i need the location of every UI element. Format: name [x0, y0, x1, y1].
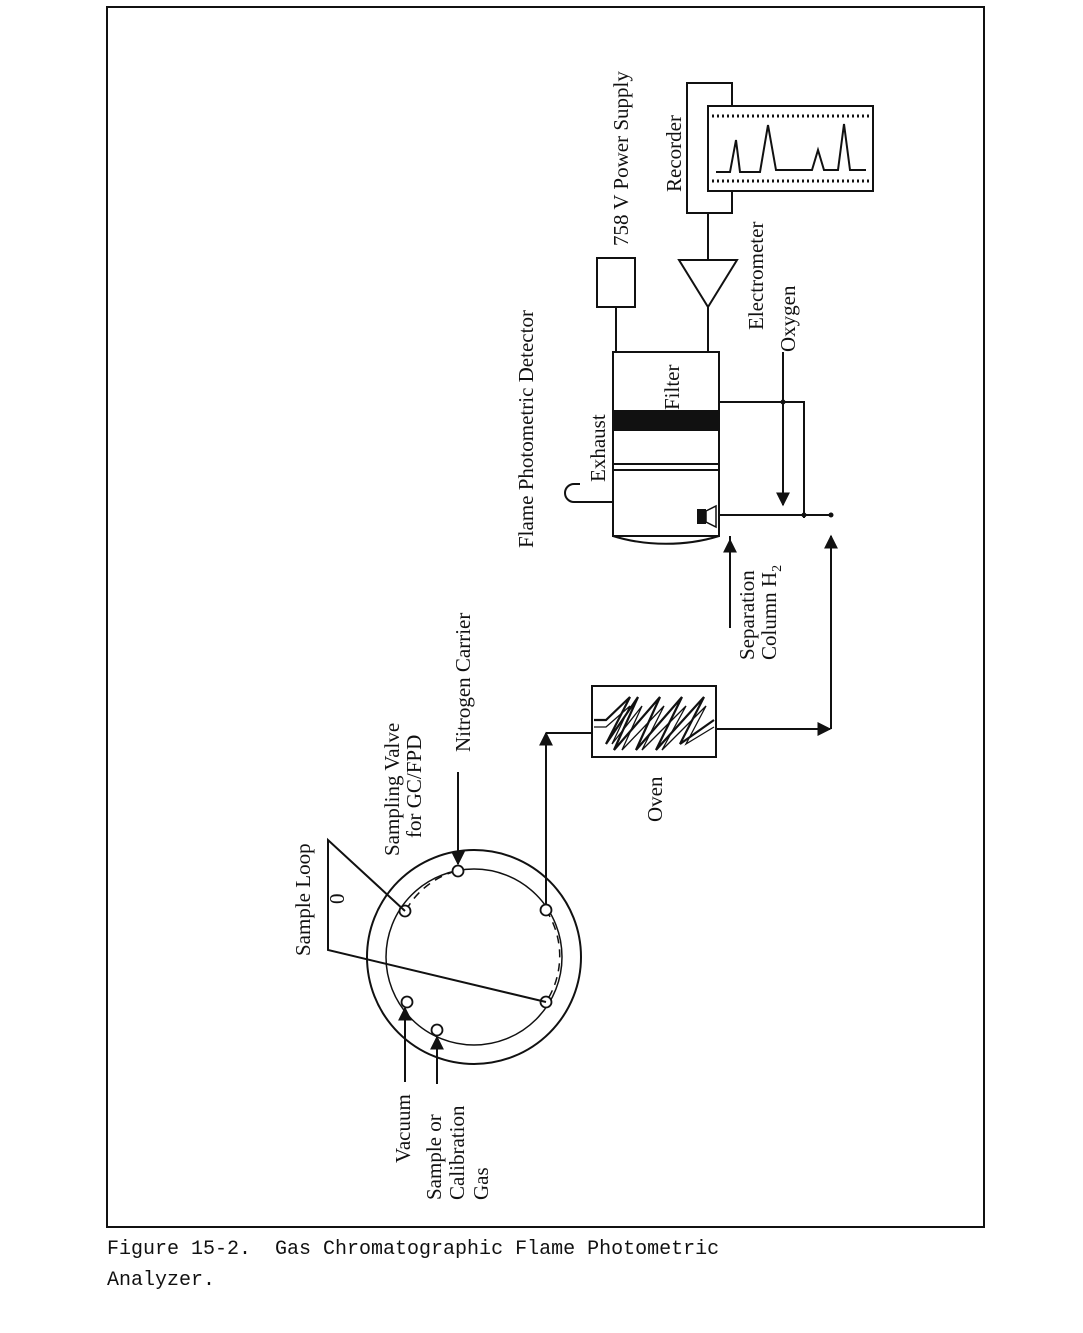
label-recorder: Recorder: [662, 115, 686, 192]
label-sample-2: Calibration: [445, 1105, 469, 1200]
caption-line-1: Figure 15-2. Gas Chromatographic Flame P…: [107, 1238, 720, 1261]
valve-port: [451, 864, 465, 878]
label-vacuum: Vacuum: [391, 1094, 415, 1163]
label-flame-photometric-detector: Flame Photometric Detector: [514, 310, 538, 548]
label-sample-3: Gas: [469, 1167, 493, 1200]
label-electrometer: Electrometer: [744, 222, 768, 330]
figure-frame: [106, 6, 985, 1228]
power-supply-box: [596, 257, 636, 308]
label-power-supply: 758 V Power Supply: [609, 71, 633, 246]
label-filter: Filter: [660, 364, 684, 410]
recorder: [686, 82, 874, 214]
label-oxygen: Oxygen: [776, 285, 800, 352]
label-exhaust: Exhaust: [586, 414, 610, 482]
sampling-valve: [366, 849, 582, 1065]
flame-photometric-detector: [564, 351, 720, 545]
label-nitrogen-carrier: Nitrogen Carrier: [451, 613, 475, 752]
valve-port: [400, 995, 414, 1009]
label-separation-1: Separation: [735, 570, 759, 660]
caption-line-2: Analyzer.: [107, 1269, 216, 1292]
label-separation-2: Column H2: [757, 565, 785, 660]
electrometer-amplifier: [677, 259, 739, 309]
exhaust-pipe: [564, 483, 613, 503]
valve-port: [539, 903, 553, 917]
label-oven: Oven: [643, 776, 667, 822]
sample-loop-marker: 0: [325, 894, 349, 905]
label-sample-loop: Sample Loop: [291, 843, 315, 956]
chromatogram-trace: [716, 123, 866, 173]
figure-caption: Figure 15-2. Gas Chromatographic Flame P…: [107, 1234, 1007, 1296]
label-sampling-valve-1: Sampling Valve: [380, 723, 404, 856]
burner-jet: [697, 504, 717, 529]
oven: [591, 685, 717, 758]
label-sample-1: Sample or: [422, 1114, 446, 1200]
label-sampling-valve-2: for GC/FPD: [402, 735, 426, 838]
sample-loop: [327, 837, 547, 1003]
optical-filter: [613, 410, 719, 431]
valve-port: [430, 1023, 444, 1037]
